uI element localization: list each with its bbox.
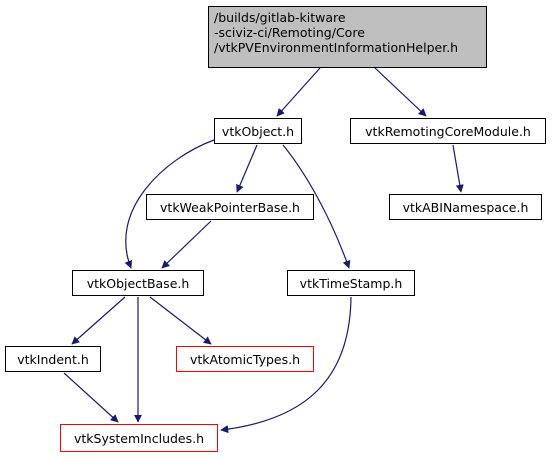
node-label: vtkIndent.h [17,351,89,367]
node-vtkweakpointerbase[interactable]: vtkWeakPointerBase.h [146,194,314,220]
edge-vtkObject-to-vtkTimeStamp [282,144,351,269]
node-label: vtkAtomicTypes.h [189,351,301,367]
edge-vtkObjectBase-to-vtkIndent [71,296,126,345]
node-vtkatomictypes[interactable]: vtkAtomicTypes.h [176,346,314,372]
node-label: vtkObject.h [221,123,295,139]
edge-root-to-vtkObject [276,67,321,117]
node-vtkremotingcoremodule[interactable]: vtkRemotingCoreModule.h [350,118,546,144]
node-label: vtkTimeStamp.h [299,275,403,291]
edge-vtkObject-to-vtkWeakPointerBase [236,144,258,193]
node-label: vtkABINamespace.h [402,199,529,215]
edge-root-to-vtkRemotingCoreModule [374,67,427,117]
node-label: vtkSystemIncludes.h [73,430,205,446]
node-vtkobject[interactable]: vtkObject.h [214,118,302,144]
root-line-3: /vtkPVEnvironmentInformationHelper.h [214,40,459,55]
edge-vtkWeakPointerBase-to-vtkObjectBase [161,220,212,269]
edge-vtkObjectBase-to-vtkAtomicTypes [149,296,212,345]
root-line-1: /builds/gitlab-kitware [214,10,346,25]
edge-vtkIndent-to-vtkSystemIncludes [63,372,119,423]
node-vtksystemincludes[interactable]: vtkSystemIncludes.h [60,424,218,452]
node-label: vtkWeakPointerBase.h [160,199,300,215]
node-label: vtkRemotingCoreModule.h [365,123,531,139]
edge-vtkObject-to-vtkObjectBase [124,139,215,269]
node-vtkobjectbase[interactable]: vtkObjectBase.h [72,270,204,296]
node-vtkabinamespace[interactable]: vtkABINamespace.h [389,194,542,220]
node-vtktimestamp[interactable]: vtkTimeStamp.h [287,270,415,296]
root-line-2: -sciviz-ci/Remoting/Core [214,25,365,40]
edge-vtkRemotingCoreModule-to-vtkABINamespace [452,144,464,193]
node-vtkindent[interactable]: vtkIndent.h [5,346,101,372]
root-header-node: /builds/gitlab-kitware -sciviz-ci/Remoti… [208,6,487,68]
node-label: vtkObjectBase.h [86,275,190,291]
edge-vtkTimeStamp-to-vtkSystemIncludes [220,296,352,434]
